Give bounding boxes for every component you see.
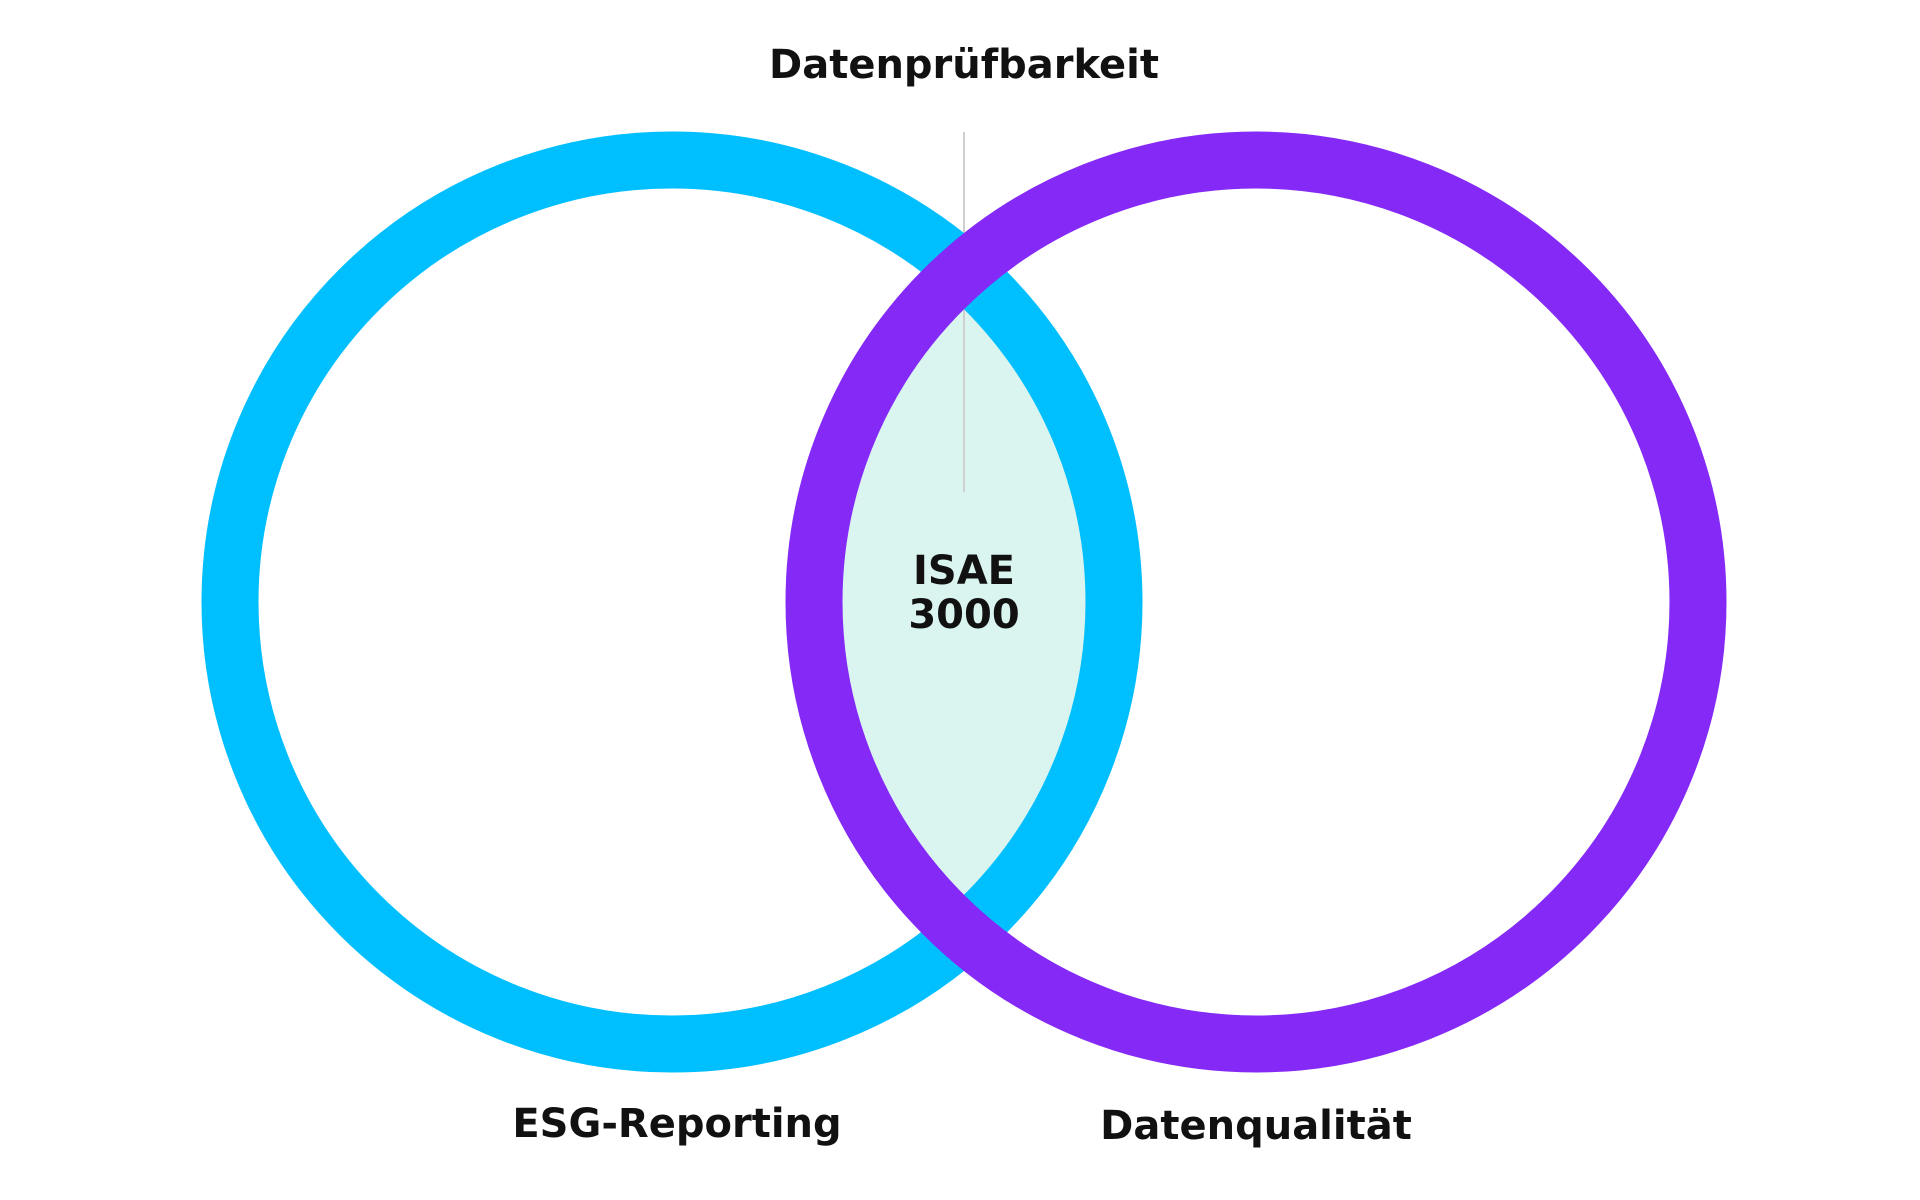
left-set-label: ESG-Reporting [512,1101,841,1147]
left-set-ring [201,131,1143,1073]
right-set-ring [785,131,1727,1073]
top-label: Datenprüfbarkeit [769,42,1159,88]
right-set-label: Datenqualität [1100,1103,1412,1149]
intersection-label-line1: ISAE [913,548,1015,594]
intersection-label-line2: 3000 [908,592,1019,638]
